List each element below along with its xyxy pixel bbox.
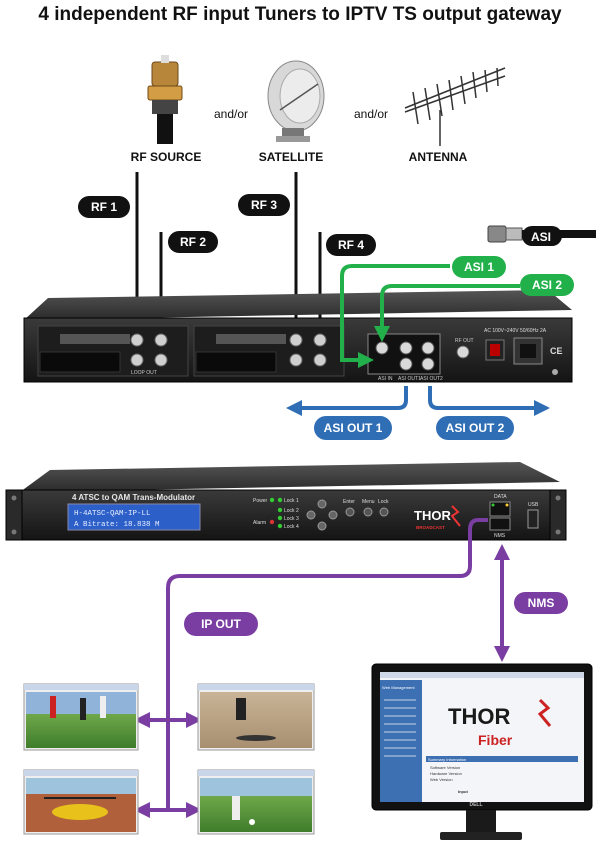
button-label-menu: Menu xyxy=(362,499,375,505)
rf1-tag-text: RF 1 xyxy=(91,200,117,214)
video-thumbnail-3 xyxy=(23,769,139,835)
andor-label-1: and/or xyxy=(214,107,248,121)
front-panel-device: 4 ATSC to QAM Trans-Modulator H-4ATSC-QA… xyxy=(5,462,567,541)
lock-button-shape xyxy=(379,507,389,517)
rf-source-connector-icon xyxy=(147,55,183,144)
asi1-tag-text: ASI 1 xyxy=(464,260,494,274)
rf-source-label: RF SOURCE xyxy=(131,150,202,164)
asi-out2-tag: ASI OUT 2 xyxy=(436,416,514,440)
asi-cable-icon: ASI xyxy=(487,225,596,246)
asi2-tag-text: ASI 2 xyxy=(532,278,562,292)
led-label-alarm: Alarm xyxy=(253,520,266,526)
asi-input-lines xyxy=(340,264,520,368)
nms-tag: NMS xyxy=(514,592,568,614)
soccer-player-icon xyxy=(232,796,240,820)
ip-out-tag-text: IP OUT xyxy=(201,617,241,631)
antenna-label: ANTENNA xyxy=(409,150,468,164)
lcd-line-2: A Bitrate: 18.838 M xyxy=(74,521,160,529)
monitor-fiber-logo: Fiber xyxy=(478,732,513,748)
lcd-line-1: H-4ATSC-QAM-IP-LL xyxy=(74,510,151,518)
ce-mark: CE xyxy=(550,346,563,356)
monitor-brand-badge: DELL xyxy=(469,802,482,808)
monitor-section-title: Summary Information xyxy=(428,757,466,762)
model-label: 4 ATSC to QAM Trans-Modulator xyxy=(72,493,195,502)
asi-out1-tag-text: ASI OUT 1 xyxy=(324,421,383,435)
ip-out-tag: IP OUT xyxy=(184,612,258,636)
asi-out1-tag: ASI OUT 1 xyxy=(314,416,392,440)
port-label-rf-out: RF OUT xyxy=(455,338,474,344)
thor-brand-label: THOR xyxy=(414,508,451,523)
ip-out-lines xyxy=(134,518,488,818)
port-label-asi-out2: ASI OUT2 xyxy=(420,376,443,382)
skater-figure-icon xyxy=(236,698,246,720)
asi-output-lines xyxy=(286,386,550,416)
rf2-tag: RF 2 xyxy=(168,231,218,253)
port-label-asi-in: ASI IN xyxy=(378,376,393,382)
port-label-data: DATA xyxy=(494,494,507,500)
monitor-row-hardware: Hardware Version xyxy=(430,771,462,776)
led-label-lock3: Lock 3 xyxy=(284,516,299,522)
monitor-thor-logo: THOR xyxy=(448,704,510,729)
monitor-row-software: Software Version xyxy=(430,765,460,770)
enter-button-shape xyxy=(345,507,355,517)
port-label-nms: NMS xyxy=(494,533,506,539)
andor-label-2: and/or xyxy=(354,107,388,121)
monitor-menu-title: Web Management xyxy=(382,685,416,690)
video-thumbnail-4 xyxy=(197,769,315,835)
rf2-tag-text: RF 2 xyxy=(180,235,206,249)
menu-button-shape xyxy=(363,507,373,517)
helicopter-icon xyxy=(52,804,108,820)
satellite-dish-icon xyxy=(267,60,325,142)
rf3-tag: RF 3 xyxy=(238,194,290,216)
port-label-asi-out1: ASI OUT1 xyxy=(398,376,421,382)
monitor-lightning-icon xyxy=(537,698,552,727)
rf4-tag-text: RF 4 xyxy=(338,238,364,252)
page-title: 4 independent RF input Tuners to IPTV TS… xyxy=(38,4,562,25)
antenna-icon xyxy=(404,67,506,146)
led-label-lock4: Lock 4 xyxy=(284,524,299,530)
nms-tag-text: NMS xyxy=(528,596,555,610)
ip-out-trunk-line xyxy=(166,518,488,812)
power-rating-label: AC 100V~240V 50/60Hz 2A xyxy=(484,328,547,334)
back-panel-device: ASI IN ASI OUT1 ASI OUT2 RF OUT LOOP OUT… xyxy=(23,290,573,383)
led-label-lock1: Lock 1 xyxy=(284,498,299,504)
video-thumbnail-2 xyxy=(197,683,315,751)
monitor-row-web: Web Version xyxy=(430,777,453,782)
broadcast-sub-label: BROADCAST xyxy=(416,525,445,530)
port-label-loop-out: LOOP OUT xyxy=(131,370,157,376)
asi-out1-line xyxy=(286,386,408,416)
asi2-line xyxy=(374,284,520,342)
player-figure-icon xyxy=(50,696,56,718)
monitor-input-label: Input xyxy=(458,789,468,794)
asi1-tag: ASI 1 xyxy=(452,256,506,278)
satellite-label: SATELLITE xyxy=(259,150,323,164)
asi-out2-tag-text: ASI OUT 2 xyxy=(446,421,505,435)
rf3-tag-text: RF 3 xyxy=(251,198,277,212)
asi2-tag: ASI 2 xyxy=(520,274,574,296)
button-label-enter: Enter xyxy=(343,499,355,505)
rf1-tag: RF 1 xyxy=(78,196,130,218)
button-label-lock: Lock xyxy=(378,499,389,505)
asi-cable-label: ASI xyxy=(531,230,551,244)
asi-out2-line xyxy=(428,386,550,416)
video-thumbnail-1 xyxy=(23,683,139,751)
navigation-pad-icon xyxy=(306,499,338,531)
led-label-lock2: Lock 2 xyxy=(284,508,299,514)
led-label-power: Power xyxy=(253,498,268,504)
thor-lightning-icon xyxy=(450,505,461,527)
monitor: Web Management THOR Fiber Summary Inform… xyxy=(371,663,593,840)
rf4-tag: RF 4 xyxy=(326,234,376,256)
port-label-usb: USB xyxy=(528,502,539,508)
asi1-line xyxy=(340,264,450,368)
